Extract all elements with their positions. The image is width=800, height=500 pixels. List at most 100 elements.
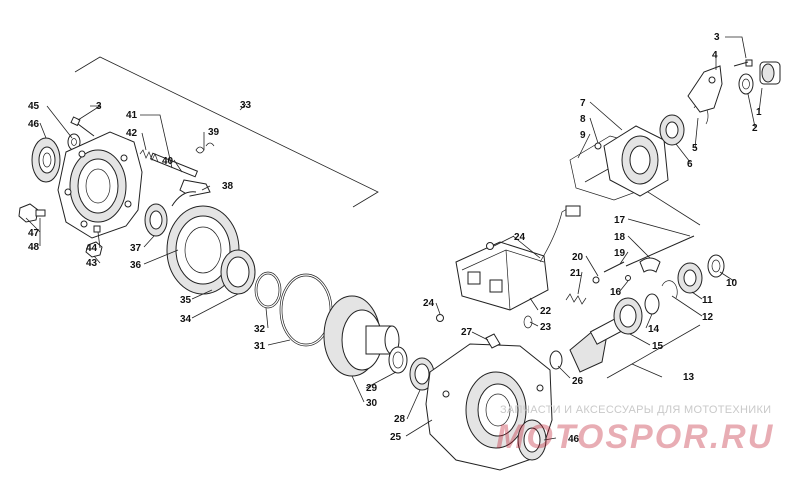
callout-23: 23 (540, 322, 552, 333)
pinion-gear (569, 317, 625, 373)
callout-34: 34 (180, 314, 192, 325)
bushing-26 (549, 350, 563, 370)
callout-33: 33 (240, 100, 252, 111)
callout-14: 14 (648, 324, 660, 335)
callout-19: 19 (614, 248, 626, 259)
bolt-3-left (70, 116, 95, 137)
callout-26: 26 (572, 376, 584, 387)
callout-24-top: 24 (514, 232, 526, 243)
seal-46-right (517, 419, 547, 461)
callout-24-bottom: 24 (423, 298, 435, 309)
spring-21 (565, 293, 587, 305)
callout-37: 37 (130, 243, 142, 254)
callout-11: 11 (702, 295, 713, 306)
screw-24-bottom (436, 314, 444, 322)
differential-30 (323, 295, 400, 377)
callout-29: 29 (366, 383, 378, 394)
callout-41: 41 (126, 110, 138, 121)
callout-18: 18 (614, 232, 626, 243)
callout-7: 7 (580, 98, 586, 109)
bracket-4 (687, 65, 723, 113)
callout-40: 40 (162, 156, 174, 167)
rod-17 (625, 235, 695, 267)
watermark-caption: ЗАПЧАСТИ И АКСЕССУАРЫ ДЛЯ МОТОТЕХНИКИ (500, 404, 772, 416)
bearing-6 (659, 114, 685, 146)
lever-38 (171, 179, 211, 207)
plug-47 (18, 203, 46, 223)
shaft-41 (149, 152, 199, 178)
seal-2 (738, 73, 754, 95)
callout-48: 48 (28, 242, 40, 253)
bearing-15 (613, 297, 643, 335)
nut-43 (85, 241, 103, 258)
callout-15: 15 (652, 341, 664, 352)
actuator-22 (455, 205, 581, 311)
bearing-11 (677, 262, 703, 294)
ball-20 (592, 276, 600, 284)
callout-39: 39 (208, 127, 220, 138)
callout-46-left: 46 (28, 119, 40, 130)
cover-plate (57, 131, 143, 239)
callout-4: 4 (712, 50, 718, 61)
watermark-logo: MOTOSPOR.RU (496, 418, 775, 456)
washer-14 (644, 293, 660, 315)
callout-25: 25 (390, 432, 402, 443)
fork-18 (639, 257, 661, 273)
seal-37 (144, 203, 168, 237)
o-ring-23 (523, 315, 533, 329)
bolt-3-right (733, 59, 753, 67)
callout-1: 1 (756, 107, 762, 118)
callout-46-right: 46 (568, 434, 580, 445)
callout-13: 13 (683, 372, 695, 383)
callout-27: 27 (461, 327, 473, 338)
callout-3-top: 3 (714, 32, 720, 43)
callout-2: 2 (752, 123, 758, 134)
group-bracket-33 (74, 56, 379, 208)
washer-45 (67, 133, 81, 151)
callout-28: 28 (394, 414, 406, 425)
housing-7 (603, 125, 669, 197)
screw-24-top (486, 242, 494, 250)
callout-12: 12 (702, 312, 714, 323)
callout-8: 8 (580, 114, 586, 125)
callout-32: 32 (254, 324, 266, 335)
callout-22: 22 (540, 306, 552, 317)
callout-17: 17 (614, 215, 626, 226)
callout-20: 20 (572, 252, 584, 263)
leader-lines (25, 36, 763, 441)
ring-12 (661, 280, 678, 299)
washer-29 (388, 346, 408, 374)
callout-30: 30 (366, 398, 378, 409)
bolt-44 (93, 225, 101, 233)
callout-21: 21 (570, 268, 582, 279)
callout-6: 6 (687, 159, 693, 170)
callout-43: 43 (86, 258, 98, 269)
seal-10 (707, 254, 725, 278)
callout-9: 9 (580, 130, 586, 141)
callout-44: 44 (86, 243, 98, 254)
callout-42: 42 (126, 128, 138, 139)
callout-38: 38 (222, 181, 234, 192)
callout-10: 10 (726, 278, 738, 289)
fitting-27 (485, 333, 501, 349)
callout-16: 16 (610, 287, 622, 298)
callout-45: 45 (28, 101, 40, 112)
clip-16 (625, 275, 631, 281)
spring-42 (139, 149, 159, 163)
callout-35: 35 (180, 295, 192, 306)
dowel-8 (594, 142, 602, 150)
bearing-35 (220, 249, 256, 295)
callout-3-left: 3 (96, 101, 102, 112)
pin-19 (603, 261, 625, 273)
clip-39 (195, 142, 215, 154)
seal-46-left (31, 137, 61, 183)
callout-47: 47 (28, 228, 40, 239)
yoke-1 (759, 61, 781, 85)
callout-numbers: 1 2 3 4 5 6 7 8 9 10 11 12 13 14 15 16 1… (28, 32, 762, 445)
callout-5: 5 (692, 143, 698, 154)
ring-34 (254, 271, 282, 309)
callout-31: 31 (254, 341, 266, 352)
callout-36: 36 (130, 260, 142, 271)
